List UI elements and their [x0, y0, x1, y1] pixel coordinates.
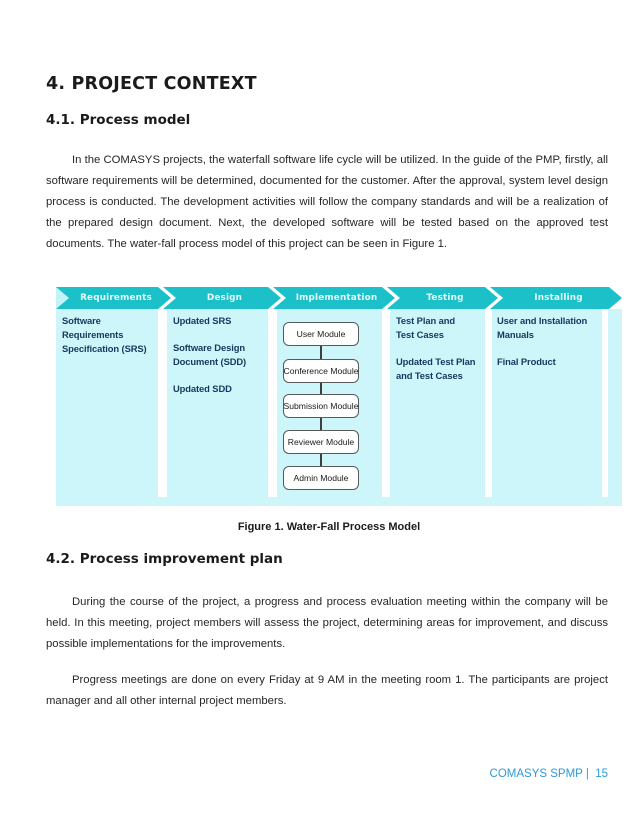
- module-box-admin: Admin Module: [283, 466, 359, 490]
- waterfall-process-figure: Requirements Design Implementation Testi…: [56, 287, 622, 506]
- deliverable-updated-test-plan: Updated Test Plan and Test Cases: [396, 356, 476, 381]
- subsection-heading-process-model: 4.1. Process model: [46, 112, 191, 128]
- paragraph-improvement-plan: During the course of the project, a prog…: [46, 596, 608, 650]
- figure-bottom-strip: [56, 497, 622, 506]
- module-connector: [320, 454, 322, 466]
- deliverable-updated-srs: Updated SRS: [173, 315, 232, 326]
- module-connector: [320, 418, 322, 430]
- paragraph-progress-meetings: Progress meetings are done on every Frid…: [46, 674, 608, 707]
- arrow-testing: [387, 287, 498, 309]
- column-installing: User and Installation Manuals Final Prod…: [492, 309, 602, 497]
- deliverable-srs: Software Requirements Specification (SRS…: [62, 315, 147, 354]
- phase-arrow-band: [56, 287, 622, 309]
- section-heading: 4. PROJECT CONTEXT: [46, 74, 257, 94]
- phase-label-design: Design: [206, 293, 243, 303]
- arrow-requirements: [56, 287, 171, 309]
- deliverable-sdd: Software Design Document (SDD): [173, 342, 247, 367]
- deliverable-test-plan: Test Plan and Test Cases: [396, 315, 455, 340]
- module-box-user: User Module: [283, 322, 359, 346]
- column-design: Updated SRS Software Design Document (SD…: [167, 309, 268, 497]
- figure-caption: Figure 1. Water-Fall Process Model: [237, 521, 421, 533]
- page-footer: COMASYS SPMP | 15: [489, 768, 608, 780]
- phase-label-testing: Testing: [426, 293, 464, 303]
- arrow-implementation: [273, 287, 395, 309]
- phase-label-installing: Installing: [534, 293, 583, 303]
- column-testing: Test Plan and Test Cases Updated Test Pl…: [390, 309, 485, 497]
- deliverable-final-product: Final Product: [497, 356, 556, 367]
- deliverable-updated-sdd: Updated SDD: [173, 383, 232, 394]
- module-connector: [320, 346, 322, 359]
- column-requirements: Software Requirements Specification (SRS…: [56, 309, 158, 497]
- arrow-tail-notch: [56, 287, 69, 309]
- module-box-submission: Submission Module: [283, 394, 359, 418]
- arrow-design: [163, 287, 281, 309]
- paragraph-process-model: In the COMASYS projects, the waterfall s…: [46, 154, 608, 250]
- arrow-installing: [490, 287, 622, 309]
- module-box-conference: Conference Module: [283, 359, 359, 383]
- phase-label-requirements: Requirements: [80, 293, 152, 303]
- module-connector: [320, 383, 322, 394]
- subsection-heading-process-improvement: 4.2. Process improvement plan: [46, 551, 283, 567]
- phase-label-implementation: Implementation: [295, 293, 378, 303]
- figure-right-strip: [608, 309, 622, 497]
- module-box-reviewer: Reviewer Module: [283, 430, 359, 454]
- deliverable-manuals: User and Installation Manuals: [497, 315, 588, 340]
